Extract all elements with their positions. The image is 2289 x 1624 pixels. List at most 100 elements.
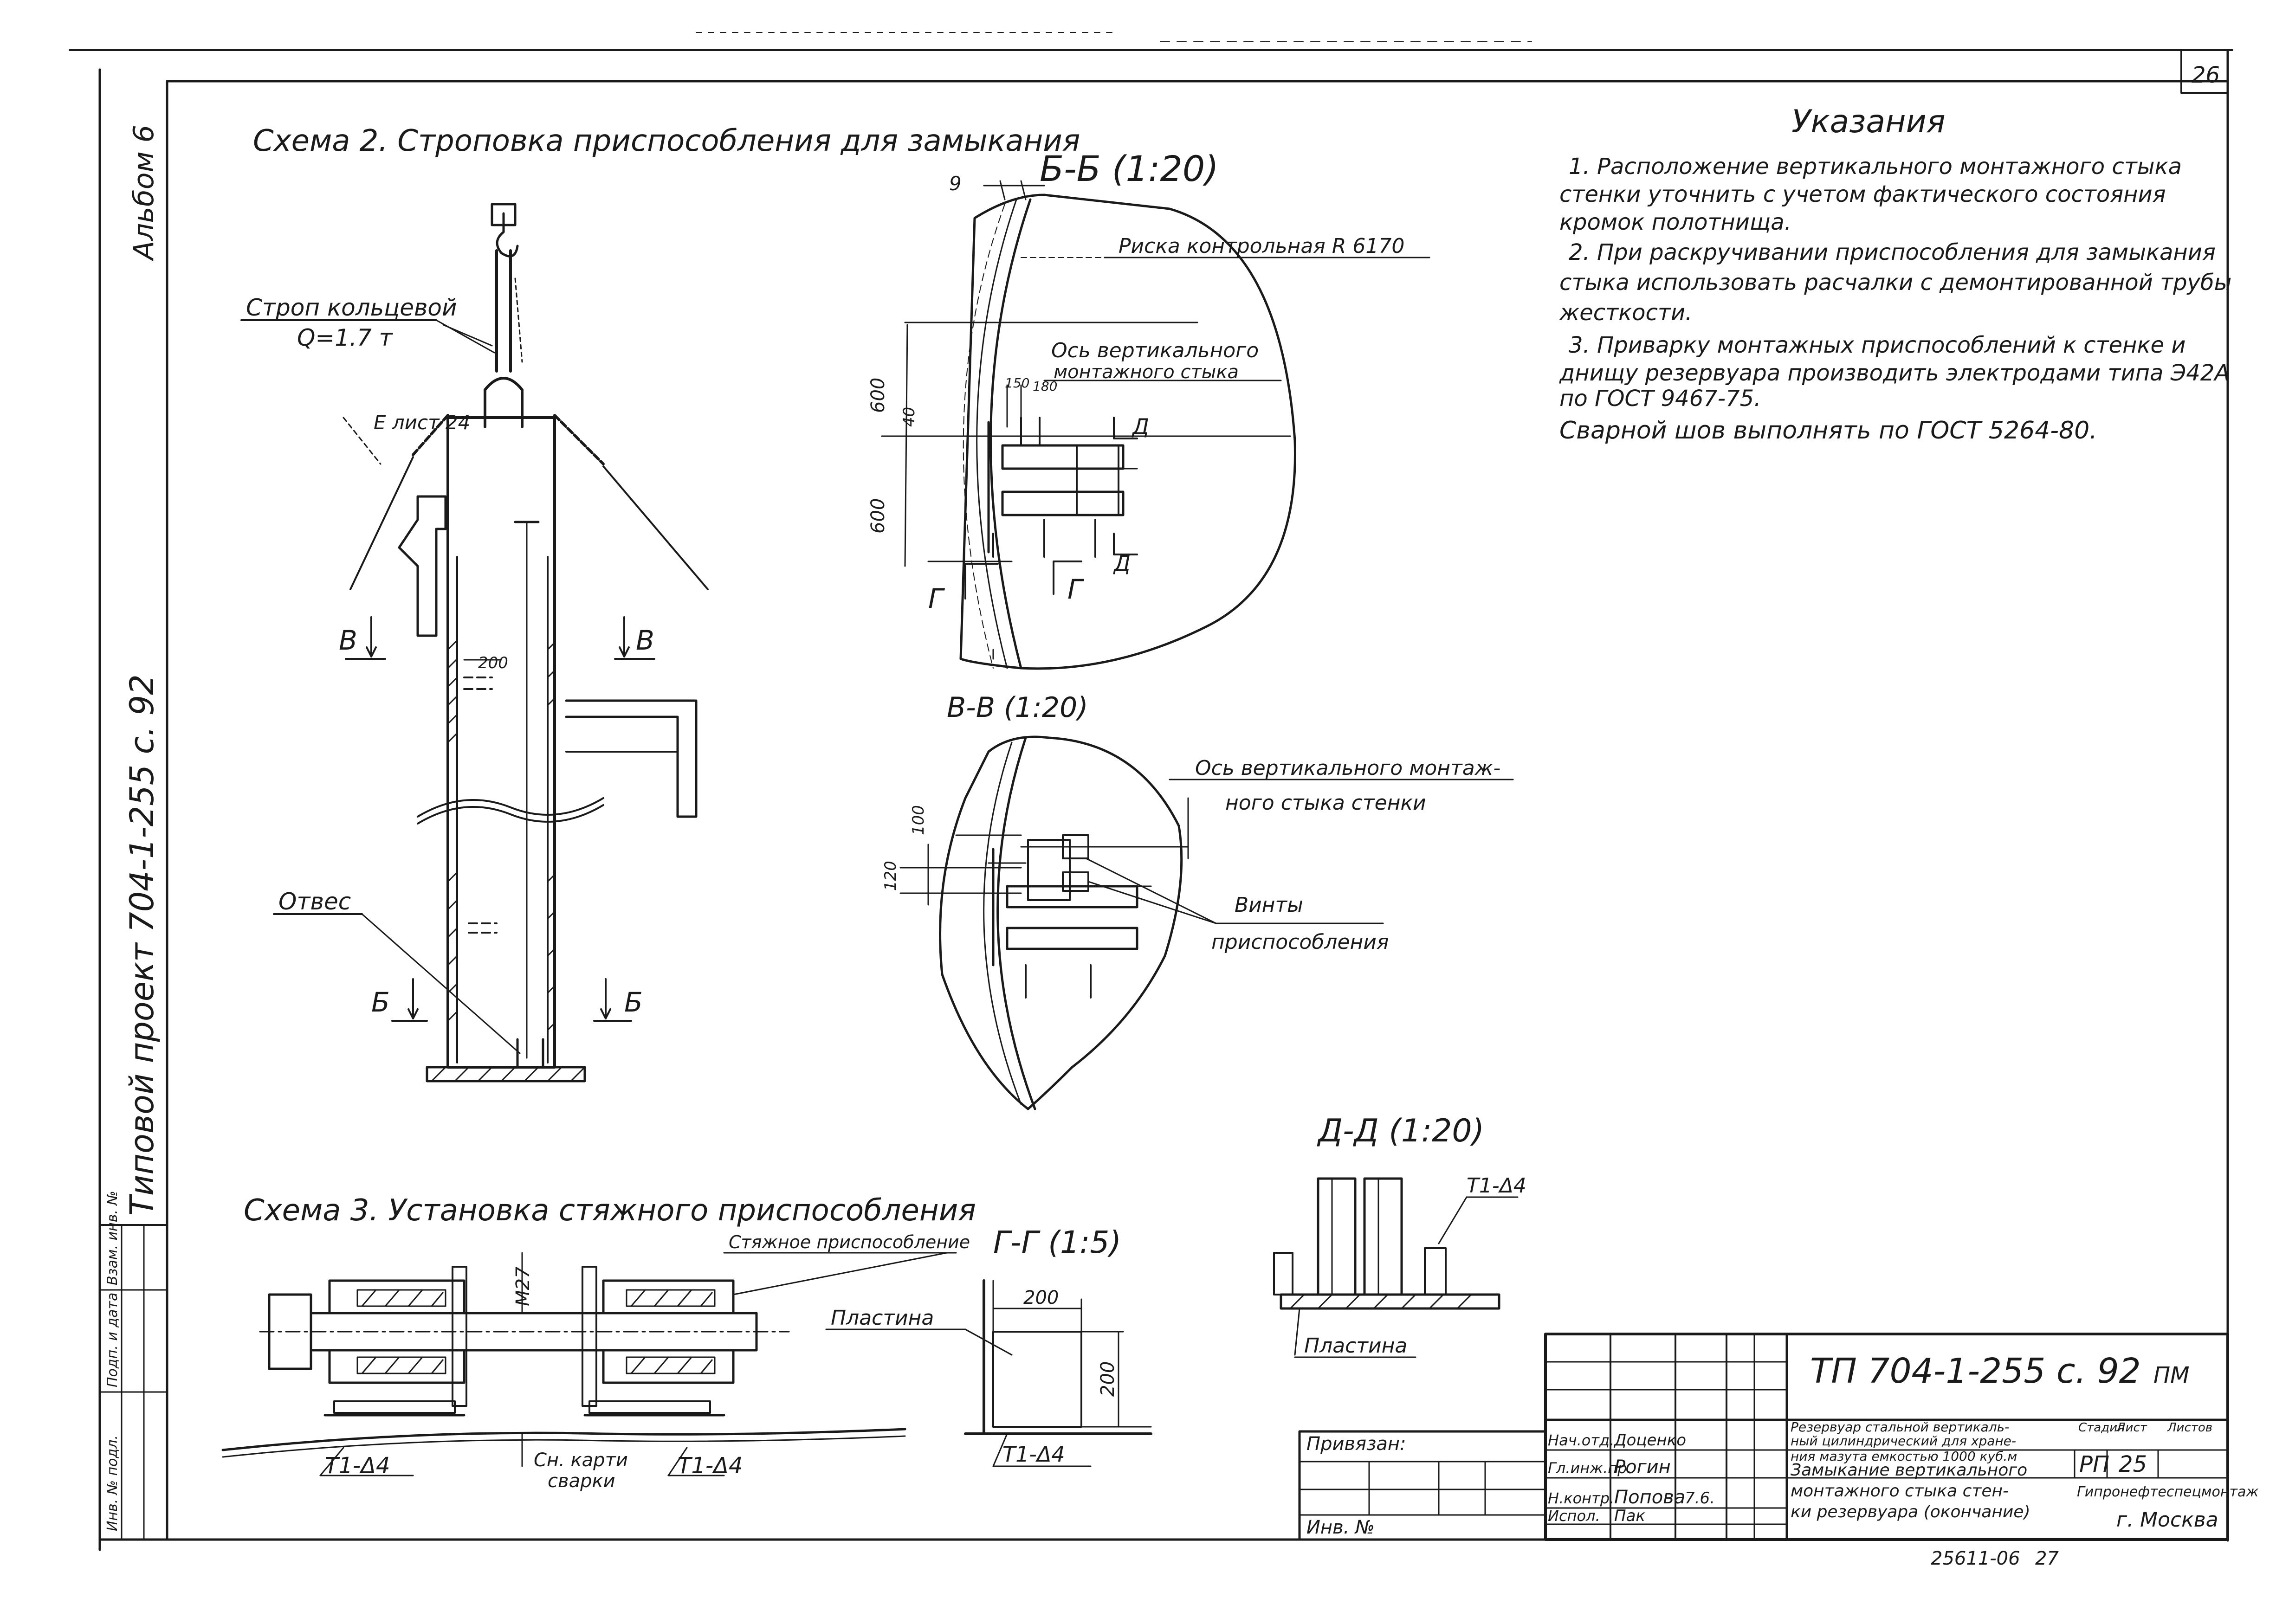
screws-label-1: Винты [1235,893,1303,917]
stamp-date-3: 7.6. [1685,1489,1715,1508]
schema3-title: Схема 3. Установка стяжного приспособлен… [244,1193,976,1228]
note-line-1: 1. Расположение вертикального монтажного… [1569,154,2182,180]
e-marker: Е лист 24 [374,411,470,434]
section-gg-plate: Пластина [831,1306,934,1330]
section-bb-title: Б-Б (1:20) [1040,148,1219,189]
stamp-sheets-header: Листов [2167,1421,2212,1435]
side-stamp-label-3: Взам. инв. № [104,1191,121,1285]
note-line-4: 2. При раскручивании приспособления для … [1569,239,2216,265]
section-dd-weld: Т1-Δ4 [1467,1174,1526,1198]
control-mark-label: Риска контрольная R 6170 [1119,234,1404,258]
section-vv-title: В-В (1:20) [947,691,1088,724]
section-bb-axis-label-1: Ось вертикального [1051,339,1259,362]
sling-label: Строп кольцевой [246,294,457,321]
section-bb-g-marker-1: Г [928,583,945,614]
stamp-name-4: Пак [1614,1507,1645,1525]
note-line-10: Сварной шов выполнять по ГОСТ 5264-80. [1559,417,2097,445]
note-line-7: 3. Приварку монтажных приспособлений к с… [1569,332,2186,358]
stamp-name-1: Доценко [1613,1431,1686,1450]
schema2-drawing [240,203,709,1083]
section-gg-title: Г-Г (1:5) [993,1224,1121,1260]
schema2-title: Схема 2. Строповка приспособления для за… [253,124,1080,158]
section-dd-drawing [1273,1177,1519,1358]
section-bb-d-marker-1: Д [1132,414,1149,439]
outer-frame [69,32,2233,1551]
side-stamp-label-1: Инв. № подл. [104,1435,121,1531]
dim-200: 200 [478,654,508,672]
section-gg-weld: Т1-Δ4 [1002,1442,1065,1467]
stamp-linked-label: Привязан: [1306,1433,1406,1455]
side-stamp-label-2: Подп. и дата [104,1293,121,1387]
section-bb-d-marker-2: Д [1113,551,1131,576]
section-bb-dim-600-b: 600 [867,498,889,534]
stamp-role-1: Нач.отд. [1548,1431,1614,1449]
stamp-desc-4: Замыкание вертикального [1791,1461,2027,1480]
stamp-city: г. Москва [2116,1508,2218,1532]
stamp-desc-5: монтажного стыка стен- [1791,1482,2009,1501]
section-gg-dim-200-v: 200 [1097,1361,1119,1397]
weld-note-1: Сн. карти [534,1450,628,1471]
section-vv-drawing [899,735,1514,1110]
stamp-role-2: Гл.инж.пр. [1548,1459,1632,1477]
stamp-stage: РП [2079,1451,2109,1477]
stamp-code-suffix: ПМ [2153,1362,2190,1388]
stamp-bottom-number: 25611-06 [1931,1548,2020,1569]
stamp-role-3: Н.контр. [1548,1489,1614,1507]
section-bb-g-marker-2: Г [1067,574,1085,605]
section-bb-dim-9: 9 [949,172,962,195]
section-dd-plate: Пластина [1304,1334,1407,1358]
stamp-sheet-no: 25 [2119,1451,2147,1477]
plumb-label: Отвес [278,888,351,915]
section-bb-dim-150: 150 [1005,375,1029,391]
weld-note-2: сварки [548,1470,615,1492]
bolt-size: М27 [512,1266,534,1306]
stamp-stage-header: Стадия [2078,1421,2125,1435]
side-stamp [99,1224,168,1540]
stamp-desc-2: ный цилиндрический для хране- [1791,1433,2016,1449]
note-line-9: по ГОСТ 9467-75. [1559,386,1761,412]
section-dd-title: Д-Д (1:20) [1317,1113,1484,1149]
tension-device-label: Стяжное приспособление [729,1232,970,1252]
section-bb-axis-label-2: монтажного стыка [1054,361,1239,383]
section-vv-dim-120: 120 [881,861,900,891]
section-bb-dim-180: 180 [1033,379,1057,394]
b-marker-left: Б [371,986,390,1018]
note-line-6: жесткости. [1559,300,1692,326]
stamp-code: ТП 704-1-255 с. 92 [1810,1351,2141,1391]
b-marker-right: Б [624,986,643,1018]
sheet-number: 26 [2192,62,2220,88]
note-line-8: днищу резервуара производить электродами… [1559,360,2230,386]
schema3-weld-right: Т1-Δ4 [678,1453,743,1479]
note-line-5: стыка использовать расчалки с демонтиров… [1559,270,2231,296]
title-block [1298,1333,2229,1541]
stamp-role-4: Испол. [1548,1507,1600,1525]
section-bb-dim-40: 40 [900,407,918,427]
screws-label-2: приспособления [1211,930,1389,954]
section-gg-dim-200-h: 200 [1023,1287,1059,1308]
v-marker-right: В [636,625,654,656]
stamp-inv-label: Инв. № [1306,1517,1375,1538]
stamp-org: Гипронефтеспецмонтаж [2077,1484,2258,1500]
stamp-name-3: Попова [1614,1487,1685,1508]
section-vv-axis-label-2: ного стыка стенки [1225,791,1426,815]
section-vv-axis-label-1: Ось вертикального монтаж- [1195,756,1500,780]
schema3-drawing [221,1252,957,1476]
notes-title: Указания [1791,103,1946,140]
project-label: Типовой проект 704-1-255 с. 92 [123,674,161,1216]
stamp-sheet-header: Лист [2116,1421,2147,1435]
note-line-3: кромок полотнища. [1559,209,1791,235]
schema3-weld-left: Т1-Δ4 [325,1453,390,1479]
stamp-desc-6: ки резервуара (окончание) [1791,1502,2030,1521]
album-label: Альбом 6 [128,125,160,262]
stamp-desc-1: Резервуар стальной вертикаль- [1791,1419,2009,1435]
section-gg-drawing [825,1279,1152,1467]
section-bb-dim-600-a: 600 [867,378,889,413]
sling-capacity: Q=1.7 т [297,324,394,351]
stamp-name-2: Рогин [1614,1456,1671,1478]
stamp-bottom-page: 27 [2035,1548,2059,1569]
note-line-2: стенки уточнить с учетом фактического со… [1559,181,2166,207]
stamp-desc-3: ния мазута емкостью 1000 куб.м [1791,1449,2017,1464]
v-marker-left: В [339,625,357,656]
section-bb-drawing [881,180,1430,670]
